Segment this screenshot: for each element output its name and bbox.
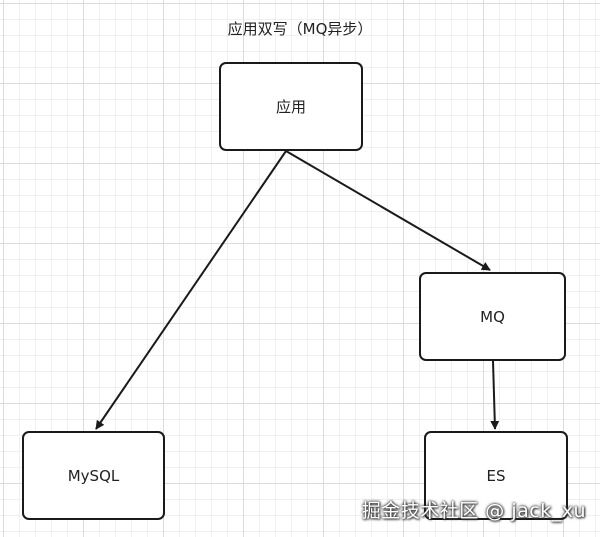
- edge-app-to-mysql: [95, 150, 287, 430]
- node-mq-label: MQ: [480, 307, 505, 326]
- edge-mq-to-es: [490, 360, 500, 430]
- node-es-label: ES: [486, 466, 506, 485]
- watermark: 掘金技术社区 @ jack_xu: [361, 500, 586, 522]
- node-mq: MQ: [419, 272, 566, 361]
- node-es: ES: [424, 431, 568, 520]
- node-mysql-label: MySQL: [67, 466, 120, 485]
- diagram-title: 应用双写（MQ异步）: [227, 20, 373, 38]
- node-app-label: 应用: [275, 98, 306, 116]
- node-mysql: MySQL: [22, 431, 165, 520]
- node-app: 应用: [219, 62, 363, 151]
- edge-app-to-mq: [285, 150, 491, 271]
